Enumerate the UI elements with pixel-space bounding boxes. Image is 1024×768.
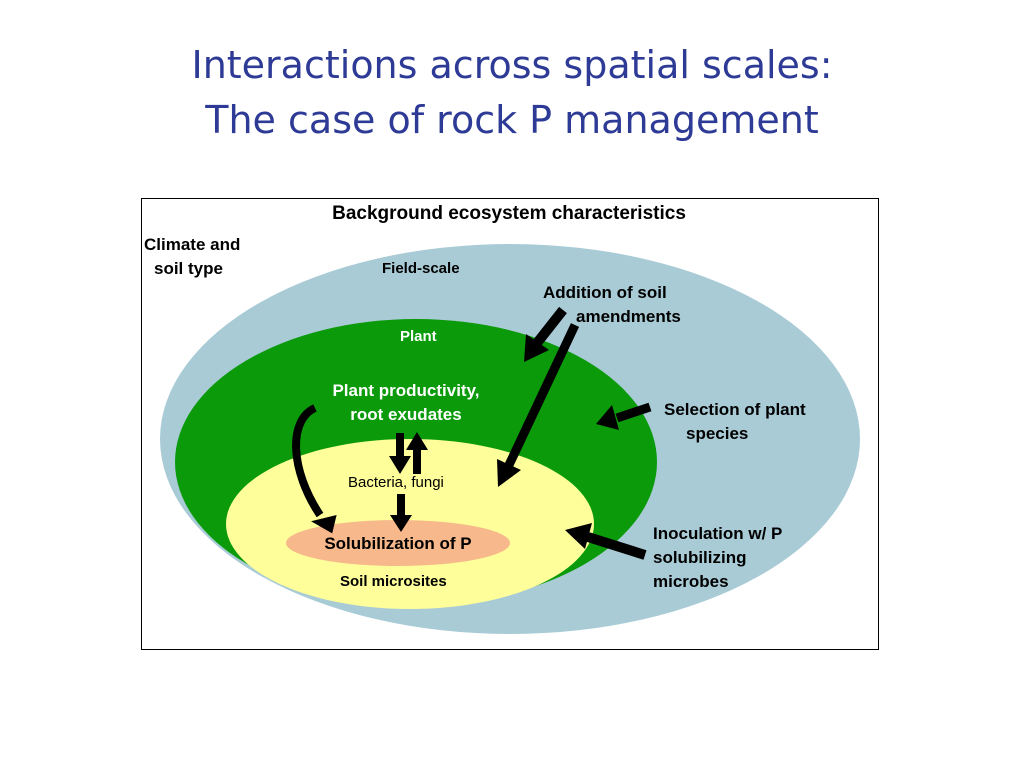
amendments-label: Addition of soil amendments	[543, 281, 681, 329]
inoculation-label: Inoculation w/ P solubilizing microbes	[653, 522, 782, 594]
down-arrow-to-bacteria	[389, 433, 411, 474]
productivity-line-2: root exudates	[350, 405, 462, 424]
field-scale-label: Field-scale	[382, 260, 460, 277]
selection-line-1: Selection of plant	[664, 400, 806, 419]
solubilization-ellipse	[286, 520, 510, 566]
amendments-line-1: Addition of soil	[543, 283, 667, 302]
selection-line-2: species	[686, 424, 749, 443]
selection-label: Selection of plant species	[664, 398, 806, 446]
climate-label: Climate and soil type	[144, 233, 240, 281]
climate-line-2: soil type	[154, 259, 223, 278]
selection-arrow	[596, 402, 652, 430]
bacteria-label: Bacteria, fungi	[348, 474, 444, 491]
amendment-arrow-long	[497, 323, 580, 487]
diagram-frame	[141, 198, 879, 650]
productivity-label: Plant productivity, root exudates	[306, 379, 506, 427]
curved-arrow	[292, 404, 337, 534]
inoculation-line-3: microbes	[653, 572, 729, 591]
down-arrow-to-solubilization	[390, 494, 412, 532]
title-line-1: Interactions across spatial scales:	[191, 43, 833, 87]
inoculation-line-1: Inoculation w/ P	[653, 524, 783, 543]
climate-line-1: Climate and	[144, 235, 241, 254]
solubilization-label: Solubilization of P	[324, 534, 472, 553]
amendments-line-2: amendments	[576, 307, 681, 326]
amendment-arrow-short	[524, 306, 567, 362]
box-title: Background ecosystem characteristics	[332, 203, 686, 224]
plant-label: Plant	[400, 328, 437, 345]
title-line-2: The case of rock P management	[205, 98, 819, 142]
soil-microsites-label: Soil microsites	[340, 573, 447, 590]
productivity-line-1: Plant productivity,	[332, 381, 480, 400]
inoculation-arrow	[565, 523, 647, 560]
slide-title: Interactions across spatial scales: The …	[0, 38, 1024, 148]
up-arrow-to-plant	[406, 432, 428, 474]
inoculation-line-2: solubilizing	[653, 548, 747, 567]
